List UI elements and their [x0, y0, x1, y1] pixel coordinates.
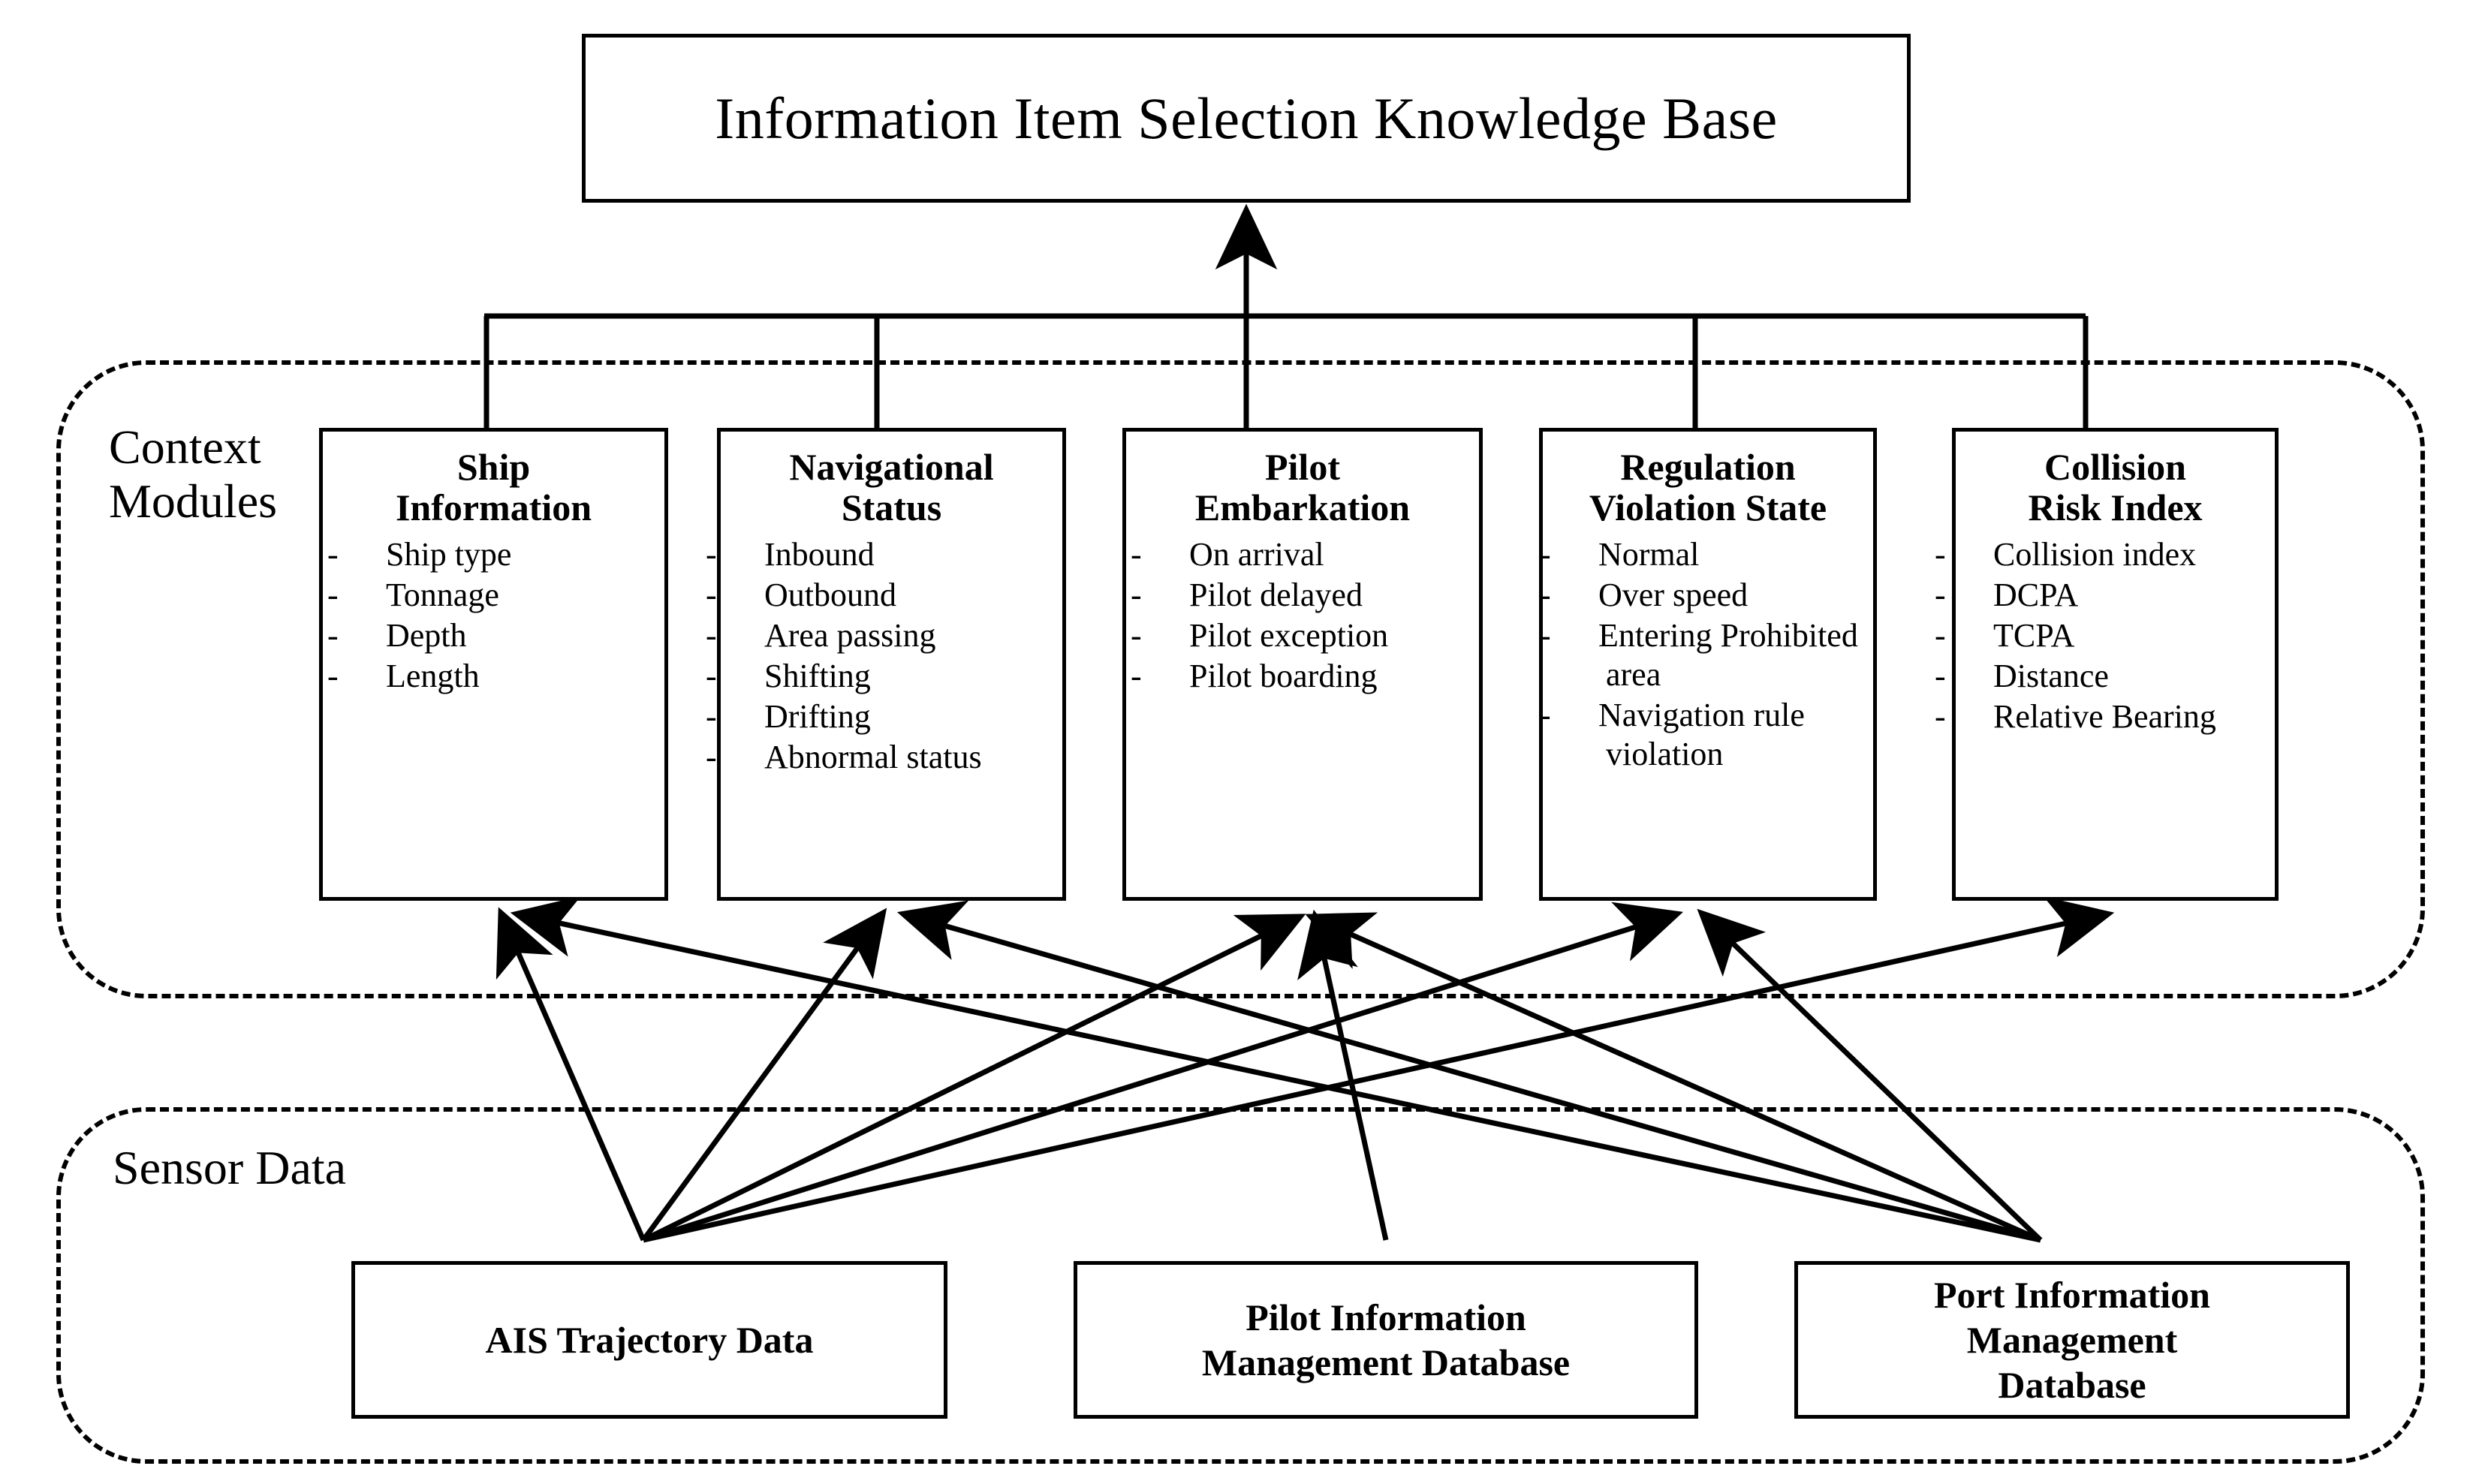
list-item-label: Entering Prohibited area: [1598, 616, 1858, 693]
list-item: - Length: [327, 657, 657, 696]
bullet-dash-icon: -: [1131, 576, 1142, 613]
bullet-dash-icon: -: [706, 616, 717, 654]
list-item-label: DCPA: [1993, 576, 2079, 613]
list-item-label: Navigation rule violation: [1598, 696, 1805, 772]
list-item: - Depth: [327, 616, 657, 655]
list-item-label: Pilot exception: [1189, 616, 1389, 654]
bullet-dash-icon: -: [1540, 696, 1551, 733]
list-item: - Relative Bearing: [1935, 697, 2267, 736]
list-item: - Over speed: [1540, 576, 1866, 615]
module-item-list: - Collision index - DCPA - TCPA - Distance -…: [1935, 535, 2267, 736]
knowledge-base-box[interactable]: Information Item Selection Knowledge Bas…: [582, 34, 1911, 203]
sensor-data-group: [56, 1107, 2425, 1464]
bullet-dash-icon: -: [1540, 536, 1551, 573]
list-item: - Navigation rule violation: [1540, 696, 1866, 774]
bullet-dash-icon: -: [706, 657, 717, 694]
module-ship-information[interactable]: Ship Information - Ship type - Tonnage - De…: [319, 428, 668, 901]
list-item-label: Area passing: [764, 616, 936, 654]
bullet-dash-icon: -: [1935, 536, 1946, 573]
bullet-dash-icon: -: [327, 616, 339, 654]
list-item-label: Collision index: [1993, 536, 2197, 573]
list-item: - Entering Prohibited area: [1540, 616, 1866, 694]
list-item: - On arrival: [1131, 535, 1471, 574]
bullet-dash-icon: -: [1540, 576, 1551, 613]
list-item-label: Over speed: [1598, 576, 1749, 613]
list-item: - TCPA: [1935, 616, 2267, 655]
module-item-list: - Ship type - Tonnage - Depth - Length: [327, 535, 657, 696]
list-item: - Pilot exception: [1131, 616, 1471, 655]
list-item: - DCPA: [1935, 576, 2267, 615]
list-item-label: Ship type: [386, 536, 512, 573]
bullet-dash-icon: -: [1131, 536, 1142, 573]
list-item: - Pilot delayed: [1131, 576, 1471, 615]
module-item-list: - Inbound - Outbound - Area passing - Shifti…: [706, 535, 1055, 777]
bullet-dash-icon: -: [1131, 657, 1142, 694]
sensor-port-information-management-database[interactable]: Port Information Management Database: [1794, 1261, 2350, 1419]
list-item: - Normal: [1540, 535, 1866, 574]
context-modules-label: Context Modules: [109, 420, 277, 528]
sensor-label: Pilot Information Management Database: [1201, 1296, 1571, 1383]
list-item-label: Normal: [1598, 536, 1700, 573]
bullet-dash-icon: -: [706, 738, 717, 775]
bullet-dash-icon: -: [1935, 616, 1946, 654]
list-item-label: Pilot delayed: [1189, 576, 1363, 613]
list-item-label: Drifting: [764, 697, 871, 735]
list-item-label: Outbound: [764, 576, 896, 613]
module-regulation-violation-state[interactable]: Regulation Violation State - Normal - Over…: [1539, 428, 1877, 901]
bullet-dash-icon: -: [1935, 657, 1946, 694]
bullet-dash-icon: -: [1540, 616, 1551, 654]
module-title: Pilot Embarkation: [1194, 446, 1411, 528]
list-item-label: Shifting: [764, 657, 871, 694]
list-item-label: TCPA: [1993, 616, 2075, 654]
list-item-label: Depth: [386, 616, 467, 654]
context-modules-group: [56, 360, 2425, 998]
sensor-label: Port Information Management Database: [1934, 1274, 2210, 1406]
module-pilot-embarkation[interactable]: Pilot Embarkation - On arrival - Pilot del…: [1122, 428, 1483, 901]
module-title: Ship Information: [395, 446, 592, 528]
list-item: - Distance: [1935, 657, 2267, 696]
list-item: - Pilot boarding: [1131, 657, 1471, 696]
bullet-dash-icon: -: [706, 536, 717, 573]
list-item-label: Inbound: [764, 536, 875, 573]
bullet-dash-icon: -: [1935, 576, 1946, 613]
bullet-dash-icon: -: [706, 576, 717, 613]
bullet-dash-icon: -: [706, 697, 717, 735]
sensor-label: AIS Trajectory Data: [485, 1319, 814, 1361]
list-item: - Drifting: [706, 697, 1055, 736]
sensor-pilot-information-management-database[interactable]: Pilot Information Management Database: [1074, 1261, 1698, 1419]
list-item-label: Length: [386, 657, 480, 694]
list-item: - Collision index: [1935, 535, 2267, 574]
list-item-label: Tonnage: [386, 576, 499, 613]
bullet-dash-icon: -: [327, 576, 339, 613]
module-item-list: - On arrival - Pilot delayed - Pilot except…: [1131, 535, 1471, 696]
list-item-label: On arrival: [1189, 536, 1324, 573]
list-item-label: Abnormal status: [764, 738, 982, 775]
list-item-label: Pilot boarding: [1189, 657, 1378, 694]
list-item-label: Relative Bearing: [1993, 697, 2216, 735]
sensor-data-label: Sensor Data: [113, 1141, 347, 1194]
list-item: - Inbound: [706, 535, 1055, 574]
bullet-dash-icon: -: [1131, 616, 1142, 654]
list-item: - Outbound: [706, 576, 1055, 615]
list-item: - Shifting: [706, 657, 1055, 696]
list-item: - Ship type: [327, 535, 657, 574]
list-item: - Abnormal status: [706, 738, 1055, 777]
bullet-dash-icon: -: [327, 657, 339, 694]
list-item: - Area passing: [706, 616, 1055, 655]
sensor-ais-trajectory-data[interactable]: AIS Trajectory Data: [351, 1261, 947, 1419]
bullet-dash-icon: -: [1935, 697, 1946, 735]
module-title: Navigational Status: [789, 446, 994, 528]
module-collision-risk-index[interactable]: Collision Risk Index - Collision index - D…: [1935, 428, 2279, 901]
list-item: - Tonnage: [327, 576, 657, 615]
module-navigational-status[interactable]: Navigational Status - Inbound - Outbound -…: [706, 428, 1066, 901]
knowledge-base-label: Information Item Selection Knowledge Bas…: [715, 85, 1778, 151]
module-title: Regulation Violation State: [1589, 446, 1827, 528]
module-item-list: - Normal - Over speed - Entering Prohibited…: [1540, 535, 1866, 774]
bullet-dash-icon: -: [327, 536, 339, 573]
module-title: Collision Risk Index: [2028, 446, 2203, 528]
list-item-label: Distance: [1993, 657, 2109, 694]
